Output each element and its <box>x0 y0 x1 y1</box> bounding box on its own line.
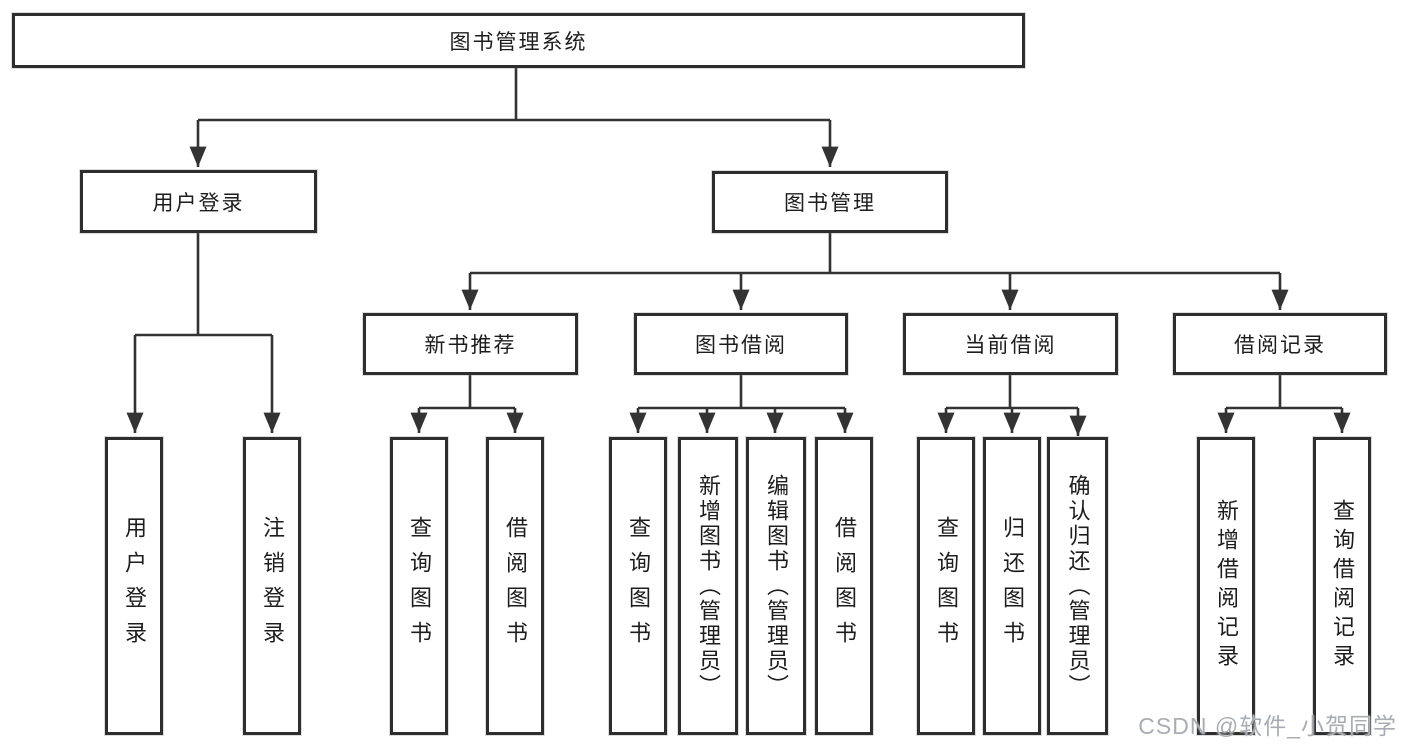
leaf-query-borrow-record: 查询借阅记录 <box>1313 437 1371 735</box>
leaf-edit-book-admin: 编辑图书（管理员） <box>746 437 806 735</box>
csdn-watermark: CSDN @软件_小贺同学 <box>1138 713 1397 739</box>
leaf-logout: 注销登录 <box>243 437 301 735</box>
node-borrow-records: 借阅记录 <box>1173 313 1387 375</box>
node-new-book-recommend: 新书推荐 <box>363 313 578 375</box>
leaf-return-book: 归还图书 <box>983 437 1041 735</box>
leaf-borrow-book-borrowing: 借阅图书 <box>815 437 873 735</box>
node-book-borrowing: 图书借阅 <box>634 313 848 375</box>
node-root-library-system: 图书管理系统 <box>12 13 1025 68</box>
leaf-query-book-newbook: 查询图书 <box>390 437 448 735</box>
leaf-add-borrow-record: 新增借阅记录 <box>1197 437 1255 735</box>
leaf-query-book-borrowing: 查询图书 <box>609 437 667 735</box>
leaf-query-book-current: 查询图书 <box>917 437 975 735</box>
leaf-add-book-admin: 新增图书（管理员） <box>678 437 738 735</box>
leaf-confirm-return-admin: 确认归还（管理员） <box>1047 437 1108 735</box>
node-book-management: 图书管理 <box>712 171 948 233</box>
node-current-borrowing: 当前借阅 <box>903 313 1118 375</box>
leaf-borrow-book-newbook: 借阅图书 <box>486 437 544 735</box>
node-user-login: 用户登录 <box>80 170 317 233</box>
leaf-user-login: 用户登录 <box>105 437 163 735</box>
